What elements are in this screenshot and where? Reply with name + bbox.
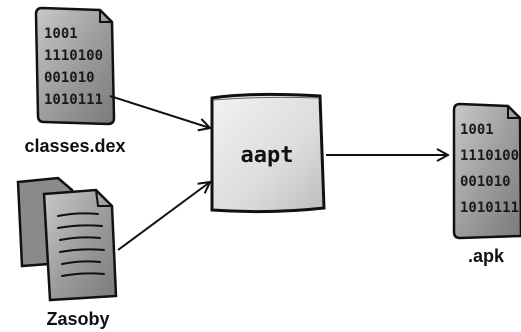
dex-file-icon: 1001 1110100 001010 1010111 [34, 6, 116, 126]
apk-binary-line-4: 1010111 [460, 200, 519, 216]
dex-label: classes.dex [24, 136, 125, 156]
resources-icon [16, 176, 118, 302]
dex-binary-line-2: 1110100 [44, 48, 103, 64]
dex-binary-line-1: 1001 [44, 26, 78, 42]
dex-binary-line-3: 001010 [44, 70, 95, 86]
aapt-box [210, 92, 326, 214]
apk-binary-line-1: 1001 [460, 122, 494, 138]
arrow-dex-to-aapt [109, 95, 210, 128]
apk-label: .apk [468, 246, 505, 266]
apk-binary-line-2: 1110100 [460, 148, 519, 164]
dex-binary-line-4: 1010111 [44, 92, 103, 108]
apk-file-icon: 1001 1110100 001010 1010111 [452, 102, 521, 240]
apk-binary-line-3: 001010 [460, 174, 511, 190]
resources-label: Zasoby [46, 309, 109, 329]
aapt-label: aapt [241, 143, 294, 168]
arrow-resources-to-aapt [117, 182, 210, 251]
